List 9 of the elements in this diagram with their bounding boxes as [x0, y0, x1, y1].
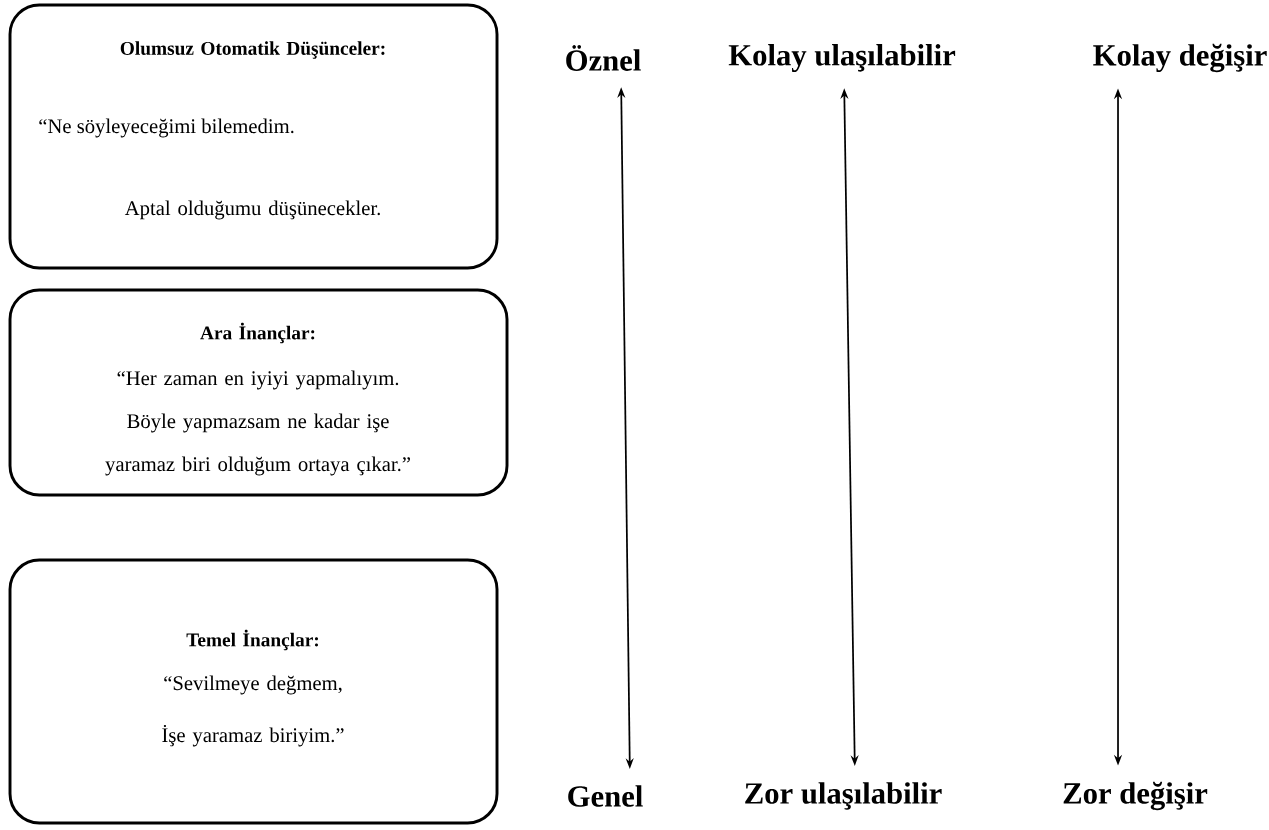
axis-label: Kolay ulaşılabilir: [728, 44, 956, 72]
text-box: Temel İnançlar: “Sevilmeye değmem, İşe yaramaz biriyim.”: [8, 558, 499, 825]
text-box: Olumsuz Otomatik Düşünceler: “Ne söyleyeceğimi bilemedim. Aptal olduğumu düşünecekler.: [8, 3, 499, 270]
axis-label: Genel: [568, 785, 643, 807]
axis-label: Zor ulaşılabilir: [745, 782, 942, 810]
text-box: Ara İnançlar: “Her zaman en iyiyi yapmalıyım. Böyle yapmazsam ne kadar işe yaramaz biri olduğum ortaya çıkar.”: [8, 288, 509, 497]
axis-label: Kolay değişir: [1093, 43, 1267, 73]
axis-label: Zor değişir: [1063, 781, 1208, 811]
axis-label: Öznel: [566, 45, 641, 71]
